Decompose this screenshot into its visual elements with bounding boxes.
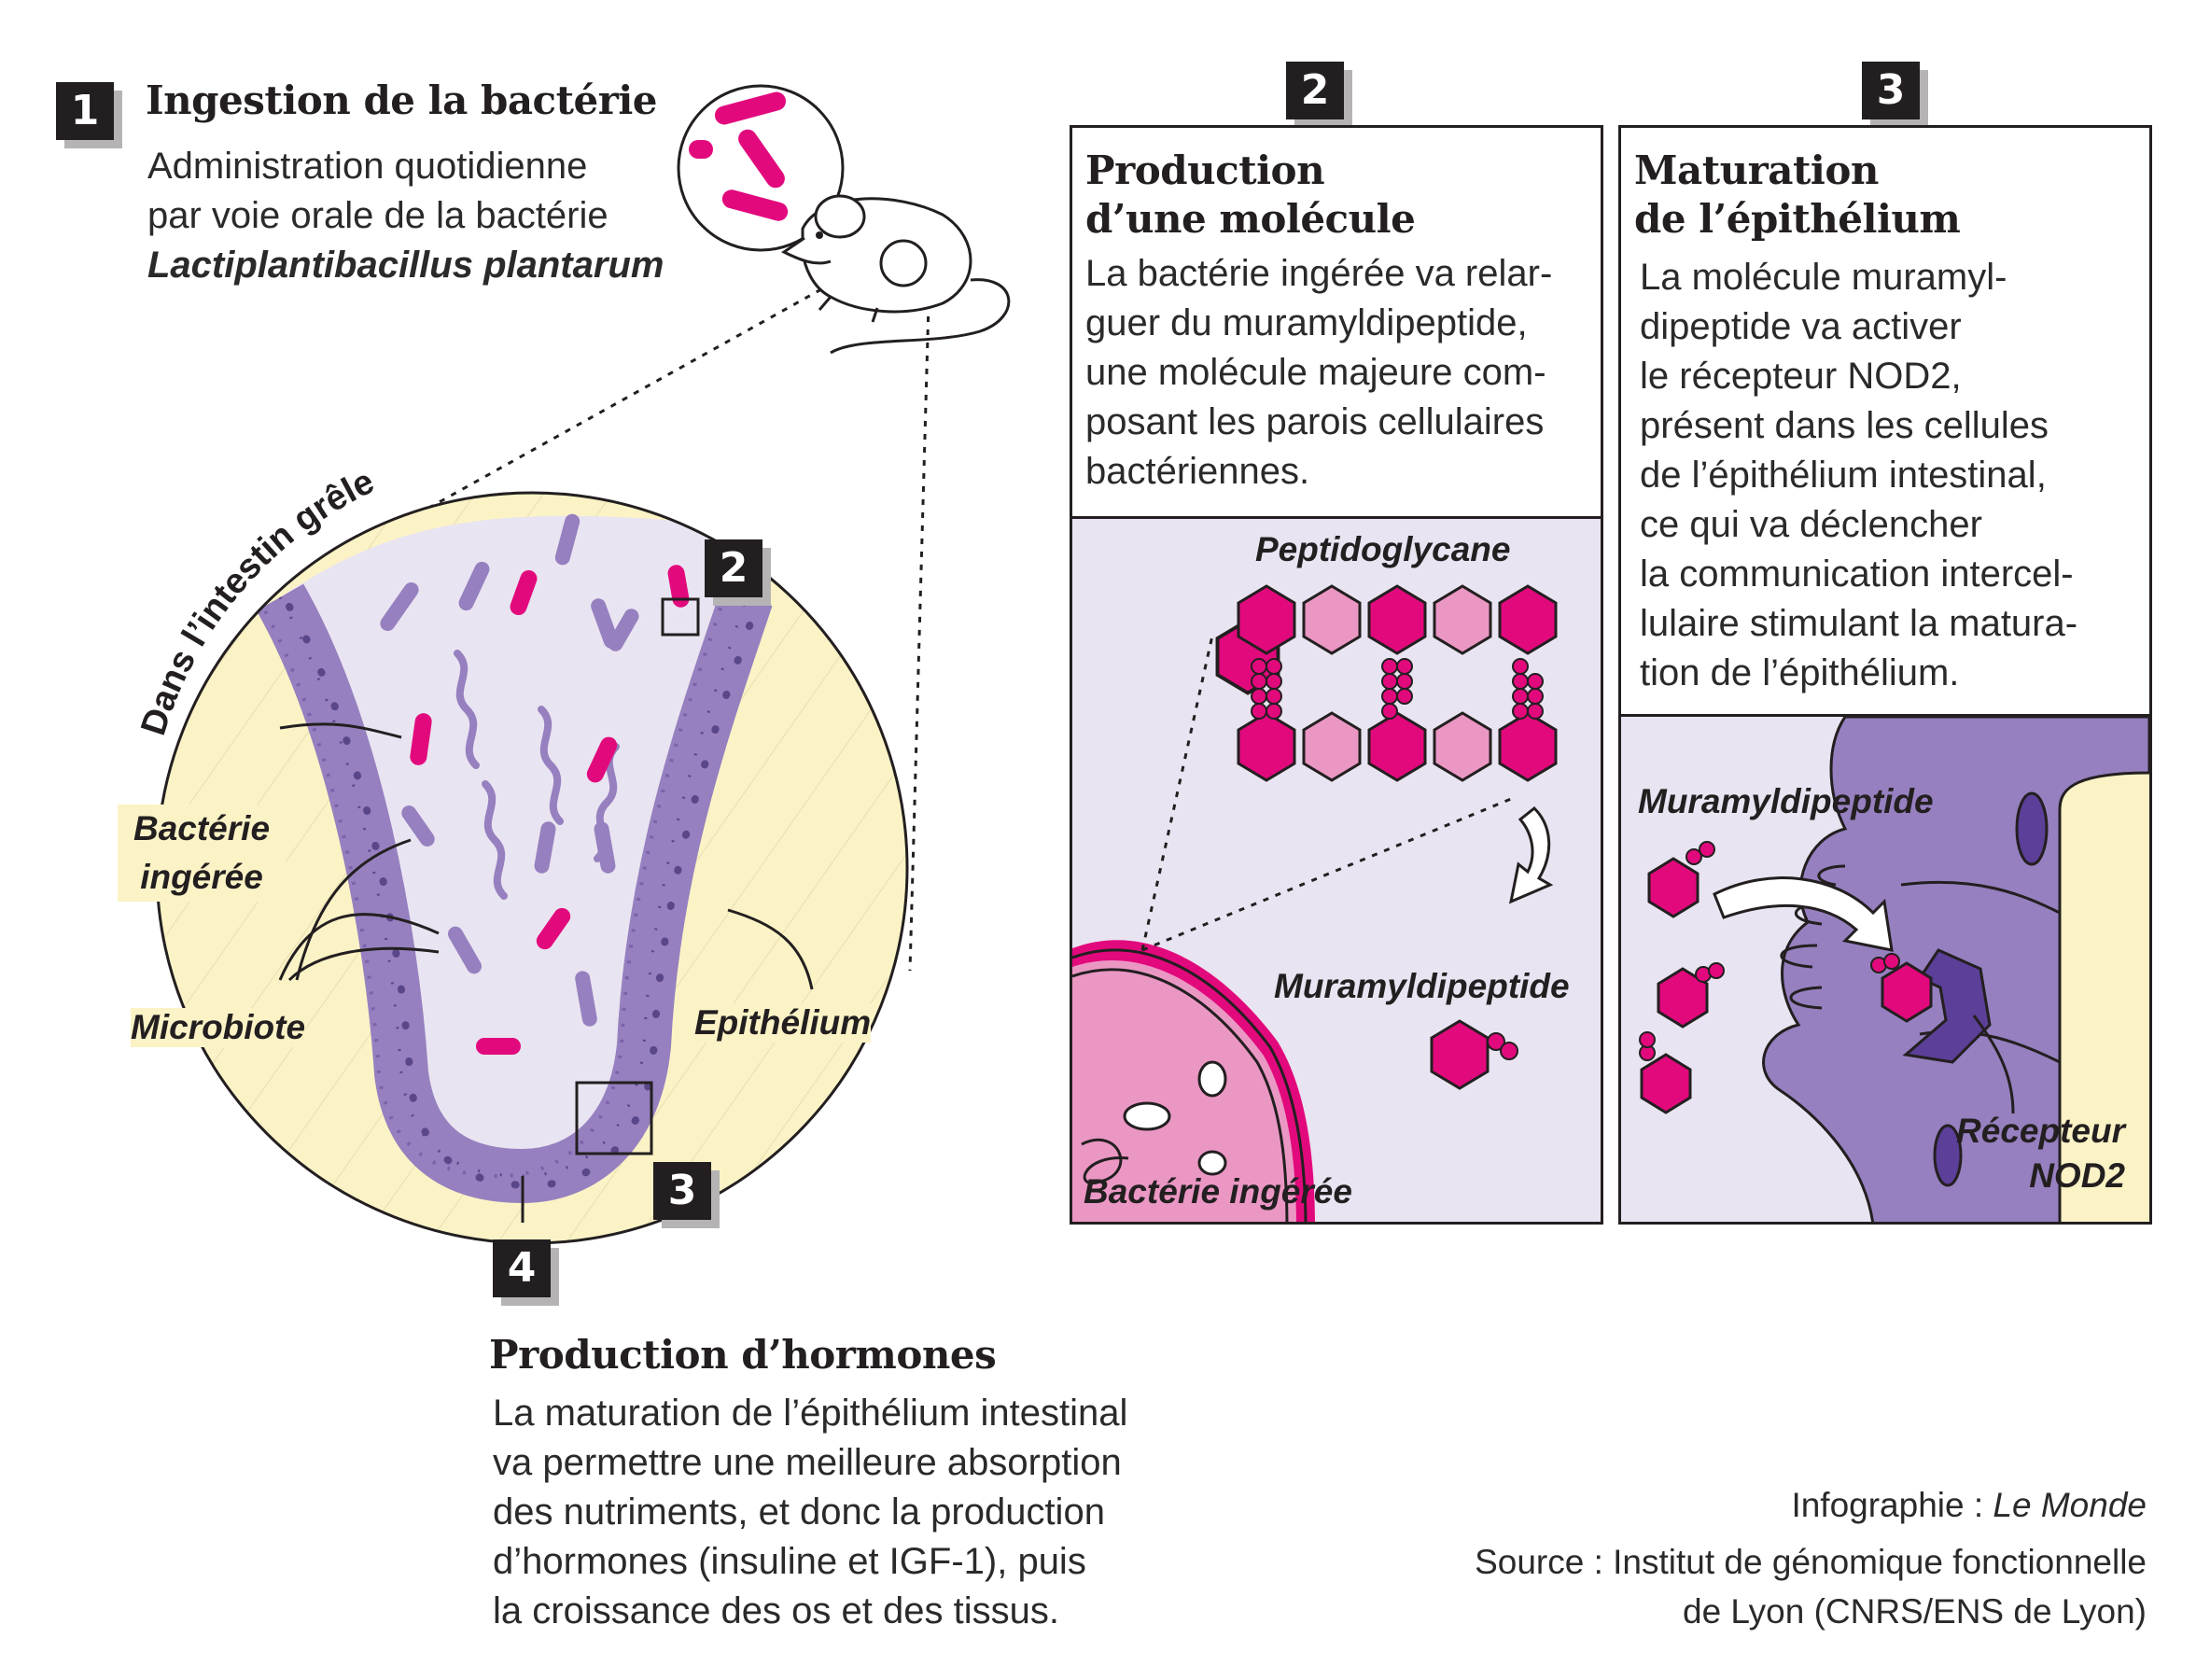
nod2-receptor-label: Récepteur NOD2 xyxy=(1938,1109,2125,1198)
step2-text-line: posant les parois cellulaires xyxy=(1085,401,1545,442)
credits: Infographie : Le Monde Source : Institut… xyxy=(1475,1480,2147,1636)
step3-text-line: lulaire stimulant la matura- xyxy=(1640,603,2078,644)
step3-text: La molécule muramyl- dipeptide va active… xyxy=(1640,253,2077,698)
step4-text-line: la croissance des os et des tissus. xyxy=(493,1590,1059,1631)
step3-number-badge: 3 xyxy=(1862,62,1920,119)
nod2-receptor-label-line: Récepteur xyxy=(1956,1112,2125,1150)
step2-text: La bactérie ingérée va relar- guer du mu… xyxy=(1085,249,1552,497)
infographie-credit: Infographie : Le Monde xyxy=(1475,1480,2147,1530)
ingested-bacteria-label: Bactérie ingérée xyxy=(118,805,286,902)
microbiota-bacteria xyxy=(380,513,639,1027)
step4-text-line: La maturation de l’épithélium intestinal xyxy=(493,1393,1128,1434)
step3-panel: Maturation de l’épithélium La molécule m… xyxy=(1618,125,2152,1225)
step3-title-line: de l’épithélium xyxy=(1634,196,1961,242)
step2-text-line: bactériennes. xyxy=(1085,451,1310,492)
step1-species: Lactiplantibacillus plantarum xyxy=(147,245,664,286)
intestine-marker-3: 3 xyxy=(653,1162,711,1220)
step4-text-line: d’hormones (insuline et IGF-1), puis xyxy=(493,1541,1086,1582)
step1-text-line: Administration quotidienne xyxy=(147,146,588,187)
step2-title-line: Production xyxy=(1085,147,1325,193)
step2-title: Production d’une molécule xyxy=(1085,147,1416,244)
step2-text-line: guer du muramyldipeptide, xyxy=(1085,302,1528,343)
ingested-bacteria-label-line: ingérée xyxy=(140,858,263,896)
source-line: de Lyon (CNRS/ENS de Lyon) xyxy=(1683,1592,2147,1631)
step2-title-line: d’une molécule xyxy=(1085,196,1416,242)
step1-number-badge: 1 xyxy=(56,82,114,140)
step3-text-line: de l’épithélium intestinal, xyxy=(1640,455,2047,496)
peptidoglycan-label: Peptidoglycane xyxy=(1255,530,1511,568)
peptidoglycan-diagram xyxy=(1072,584,1558,1222)
ingested-bacteria xyxy=(410,565,690,1055)
microbiota-label: Microbiote xyxy=(131,1008,306,1047)
ingested-bacterium-label: Bactérie ingérée xyxy=(1084,1172,1352,1211)
infographie-prefix: Infographie : xyxy=(1791,1486,1993,1524)
step3-text-line: ce qui va déclencher xyxy=(1640,504,1982,545)
step3-text-line: le récepteur NOD2, xyxy=(1640,356,1962,397)
nod2-receptor-label-line: NOD2 xyxy=(2029,1156,2125,1195)
step1-title: Ingestion de la bactérie xyxy=(146,77,658,123)
intestine-marker-4: 4 xyxy=(493,1239,551,1297)
step3-text-line: La molécule muramyl- xyxy=(1640,257,2007,298)
muramyldipeptide-label-step3: Muramyldipeptide xyxy=(1638,782,1934,820)
step3-text-line: présent dans les cellules xyxy=(1640,405,2049,446)
step3-text-line: tion de l’épithélium. xyxy=(1640,652,1960,693)
step2-number-badge: 2 xyxy=(1286,62,1344,119)
source-line: Source : Institut de génomique fonctionn… xyxy=(1475,1543,2147,1581)
step1-text-line: par voie orale de la bactérie xyxy=(147,195,608,236)
step3-text-line: dipeptide va activer xyxy=(1640,306,1962,347)
nod2-diagram xyxy=(1639,717,2149,1222)
step4-text-line: des nutriments, et donc la production xyxy=(493,1491,1105,1533)
infographie-name: Le Monde xyxy=(1993,1486,2147,1524)
step2-figure: Peptidoglycane Muramyldipeptide Bactérie… xyxy=(1072,516,1601,1222)
bacteria-bubble xyxy=(677,84,845,252)
step4-title: Production d’hormones xyxy=(489,1332,997,1378)
step3-text-line: la communication intercel- xyxy=(1640,553,2074,595)
step3-title-line: Maturation xyxy=(1634,147,1879,193)
step3-title: Maturation de l’épithélium xyxy=(1634,147,1961,244)
zoom-line-left xyxy=(410,287,822,520)
mouse-icon xyxy=(781,194,1011,355)
epithelium-label: Epithélium xyxy=(694,1003,872,1043)
step3-figure: Muramyldipeptide Récepteur NOD2 xyxy=(1621,714,2149,1222)
intestine-illustration: Dans l’intestin grêle xyxy=(133,84,1011,1245)
step1-text: Administration quotidienne par voie oral… xyxy=(147,142,664,290)
zoom-line-right xyxy=(908,302,930,972)
intestine-marker-2: 2 xyxy=(705,539,762,597)
ingested-bacteria-label-line: Bactérie xyxy=(133,809,271,847)
step4-text-line: va permettre une meilleure absorption xyxy=(493,1442,1122,1483)
step4-text: La maturation de l’épithélium intestinal… xyxy=(493,1389,1127,1636)
step2-text-line: La bactérie ingérée va relar- xyxy=(1085,253,1553,294)
muramyldipeptide-label: Muramyldipeptide xyxy=(1274,967,1570,1005)
step2-panel: Production d’une molécule La bactérie in… xyxy=(1070,125,1603,1225)
step2-text-line: une molécule majeure com- xyxy=(1085,352,1546,393)
